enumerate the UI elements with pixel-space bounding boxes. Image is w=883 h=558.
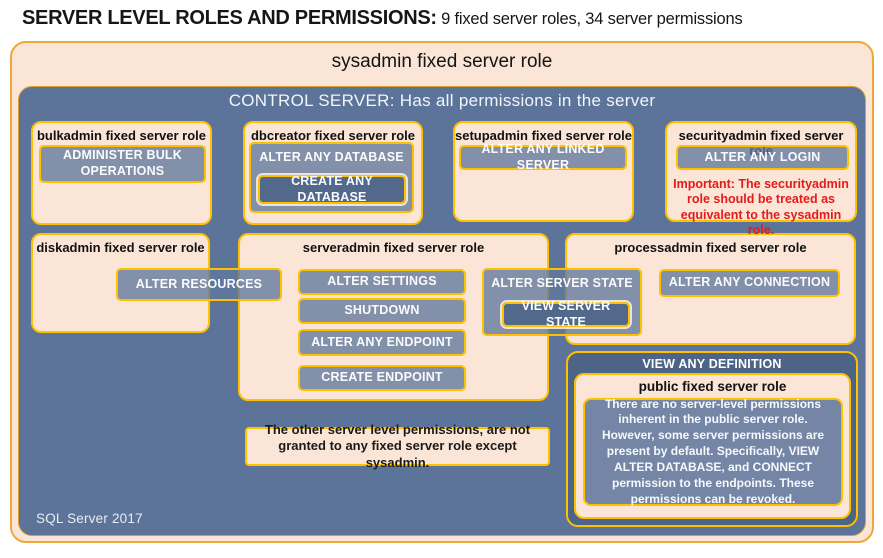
permission-view-any-definition: VIEW ANY DEFINITION [642,357,782,371]
dbcreator-role-title: dbcreator fixed server role [250,128,416,143]
setupadmin-role-box: setupadmin fixed server role [453,121,634,222]
permission-shutdown: SHUTDOWN [298,298,466,324]
setupadmin-role-title: setupadmin fixed server role [455,128,633,143]
control-server-label: CONTROL SERVER: Has all permissions in t… [228,91,656,110]
page-title: SERVER LEVEL ROLES AND PERMISSIONS: 9 fi… [22,7,743,30]
permission-alter-any-connection: ALTER ANY CONNECTION [659,269,840,297]
bulkadmin-role-title: bulkadmin fixed server role [36,128,207,143]
processadmin-role-title: processadmin fixed server role [614,240,807,255]
diskadmin-role-title: diskadmin fixed server role [36,240,205,255]
securityadmin-role-box: securityadmin fixed server role [665,121,857,222]
permission-alter-settings: ALTER SETTINGS [298,269,466,295]
securityadmin-warning-note: Important: The securityadmin role should… [673,177,849,237]
permission-alter-any-linked-server: ALTER ANY LINKED SERVER [459,142,627,172]
page-title-suffix: 9 fixed server roles, 34 server permissi… [436,10,743,28]
serveradmin-role-title: serveradmin fixed server role [302,240,485,255]
permission-alter-any-login: ALTER ANY LOGIN [676,145,849,170]
permission-alter-resources: ALTER RESOURCES [116,268,282,301]
page-title-main: SERVER LEVEL ROLES AND PERMISSIONS: [22,7,437,29]
permission-alter-any-database-label: ALTER ANY DATABASE [259,150,404,164]
permission-view-server-state: VIEW SERVER STATE [502,299,630,329]
sysadmin-role-label: sysadmin fixed server role [331,51,553,72]
permission-create-endpoint: CREATE ENDPOINT [298,365,466,391]
public-role-description: There are no server-level permissions in… [583,397,843,506]
permission-administer-bulk-operations: ADMINISTER BULK OPERATIONS [39,145,206,183]
permission-alter-any-endpoint: ALTER ANY ENDPOINT [298,329,466,356]
sql-server-version-label: SQL Server 2017 [36,511,143,526]
public-role-title: public fixed server role [638,379,787,394]
permission-create-any-database: CREATE ANY DATABASE [258,174,406,204]
permission-alter-server-state-label: ALTER SERVER STATE [491,276,633,290]
other-permissions-note: The other server level permissions, are … [245,422,550,470]
